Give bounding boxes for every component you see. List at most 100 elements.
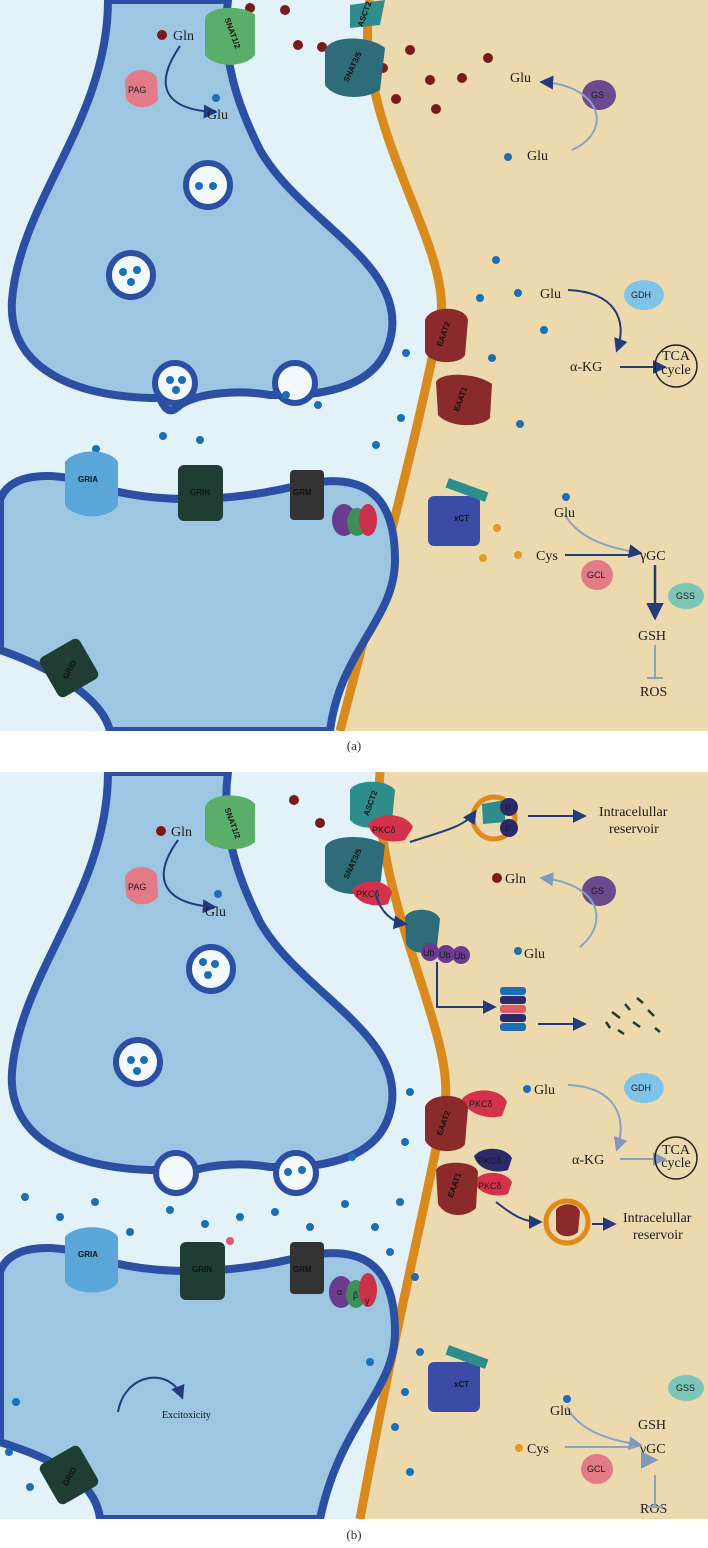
- panel-a: SNAT1/2 ASCT2 SNAT3/5 EAAT2 EAAT1 xCT GR…: [0, 0, 708, 731]
- gdh-arrow: [567, 1084, 628, 1152]
- excitoxicity-label: Excitoxicity: [162, 1410, 211, 1421]
- gs-arrow: [539, 75, 598, 151]
- grin-receptor: GRIN: [180, 1242, 225, 1300]
- gsh-to-ros-inhibit: [647, 1475, 663, 1508]
- svg-text:GS: GS: [591, 90, 604, 100]
- cys-label: Cys: [536, 549, 558, 564]
- glu-to-ygc-arrow: [564, 514, 643, 559]
- svg-text:GCL: GCL: [587, 570, 606, 580]
- eaat2-transporter: EAAT2: [425, 1095, 468, 1152]
- grid-receptor: GRID: [39, 638, 99, 698]
- gdh-enzyme: GDH: [624, 280, 664, 310]
- gdh-arrow: [567, 289, 628, 353]
- gln-label: Gln: [171, 825, 192, 840]
- svg-text:GRM: GRM: [293, 1265, 312, 1274]
- snat12-transporter: SNAT1/2: [205, 7, 255, 65]
- tca-cycle-circle: [654, 1136, 698, 1180]
- cysteine-dots: [515, 1444, 523, 1452]
- glu-label: Glu: [205, 905, 226, 920]
- ubiquitinated-transporter: Ub Ub Ub: [405, 909, 470, 964]
- pag-enzyme: PAG: [125, 866, 158, 905]
- excitoxicity-arrow: [117, 1376, 185, 1413]
- svg-text:GSS: GSS: [676, 591, 695, 601]
- svg-text:GDH: GDH: [631, 290, 651, 300]
- gln-to-glu-arrow: [164, 45, 218, 119]
- glu-gs-label: Glu: [524, 947, 545, 962]
- ros-label: ROS: [640, 685, 667, 700]
- gss-enzyme: GSS: [668, 583, 704, 609]
- svg-text:GS: GS: [591, 886, 604, 896]
- svg-text:PKCδ: PKCδ: [372, 825, 396, 835]
- svg-text:Ub: Ub: [423, 948, 435, 958]
- svg-text:GSS: GSS: [676, 1383, 695, 1393]
- svg-text:PKCδ: PKCδ: [478, 1181, 502, 1191]
- panel-b: SNAT1/2 ASCT2 SNAT3/5 PKCδ PKCδ PKCδ PKC…: [0, 772, 708, 1519]
- gss-enzyme: GSS: [668, 1375, 704, 1401]
- caption-a: (a): [346, 738, 362, 753]
- asct2-endocytosis-arrow: [409, 809, 477, 843]
- pag-enzyme: PAG: [125, 69, 158, 108]
- gs-enzyme: GS: [582, 80, 616, 110]
- svg-text:GRIA: GRIA: [78, 1250, 98, 1259]
- cysteine-dots: [479, 524, 522, 562]
- grm-receptor: GRM α β γ: [290, 1242, 377, 1308]
- snat12-transporter: SNAT1/2: [205, 795, 255, 850]
- svg-text:GCL: GCL: [587, 1464, 606, 1474]
- ygc-label: γGC: [639, 1442, 666, 1457]
- snat35-to-ub-arrow: [374, 891, 408, 930]
- snat35-transporter: SNAT3/5: [325, 38, 385, 97]
- glutamate-dots: [92, 94, 570, 501]
- grin-receptor: GRIN: [178, 465, 223, 521]
- gsh-label: GSH: [638, 629, 666, 644]
- glu-gs-top-label: Glu: [510, 71, 531, 86]
- asct2-transporter: ASCT2: [350, 0, 385, 28]
- glutamine-dots: [156, 795, 502, 883]
- svg-text:P: P: [505, 803, 511, 813]
- gdh-enzyme: GDH: [624, 1073, 664, 1103]
- ros-label: ROS: [640, 1502, 667, 1517]
- eaat-endocytosis-arrow: [495, 1201, 543, 1229]
- degraded-fragments: [604, 997, 661, 1036]
- gln-gs-label: Gln: [505, 872, 526, 887]
- pkcd-markers: PKCδ PKCδ PKCδ PKCδ PKCδ: [352, 815, 512, 1196]
- akg-label: α-KG: [570, 360, 602, 375]
- svg-text:Ub: Ub: [439, 950, 451, 960]
- gs-arrow: [539, 872, 598, 948]
- svg-text:Ub: Ub: [454, 951, 466, 961]
- svg-text:GRIN: GRIN: [192, 1265, 212, 1274]
- glu-gsh-label: Glu: [554, 506, 575, 521]
- glu-gdh-label: Glu: [540, 287, 561, 302]
- svg-text:GDH: GDH: [631, 1083, 651, 1093]
- caption-b: (b): [346, 1527, 362, 1542]
- gria-receptor: GRIA: [65, 1227, 118, 1293]
- vesicles: [106, 160, 318, 406]
- ub-to-proteasome-arrow: [436, 962, 497, 1014]
- gria-receptor: GRIA: [65, 451, 118, 517]
- glutamine-dots: [157, 3, 493, 114]
- svg-text:PKCδ: PKCδ: [478, 1156, 502, 1166]
- gs-enzyme: GS: [582, 876, 616, 906]
- vesicles: [113, 944, 319, 1196]
- glu-to-ygc-arrow: [566, 1406, 643, 1451]
- svg-text:GRIN: GRIN: [190, 488, 210, 497]
- endocytosed-vesicle-mid: [543, 1198, 591, 1246]
- gsh-label: GSH: [638, 1418, 666, 1433]
- glutamate-dots: [5, 890, 571, 1491]
- svg-text:PKCδ: PKCδ: [469, 1099, 493, 1109]
- eaat2-transporter: EAAT2: [425, 308, 468, 363]
- svg-text:xCT: xCT: [454, 514, 469, 523]
- svg-text:PAG: PAG: [128, 85, 146, 95]
- glu-gs-bottom-label: Glu: [527, 149, 548, 164]
- glu-gsh-label: Glu: [550, 1404, 571, 1419]
- tca-cycle-circle: [654, 344, 698, 388]
- eaat1-transporter: EAAT1: [436, 1162, 478, 1216]
- grid-receptor: GRID: [39, 1445, 99, 1505]
- svg-text:PAG: PAG: [128, 882, 146, 892]
- xct-transporter: xCT: [428, 478, 489, 546]
- grm-receptor: GRM: [290, 470, 377, 536]
- gcl-enzyme: GCL: [581, 1454, 613, 1484]
- snat35-transporter: SNAT3/5: [325, 836, 385, 894]
